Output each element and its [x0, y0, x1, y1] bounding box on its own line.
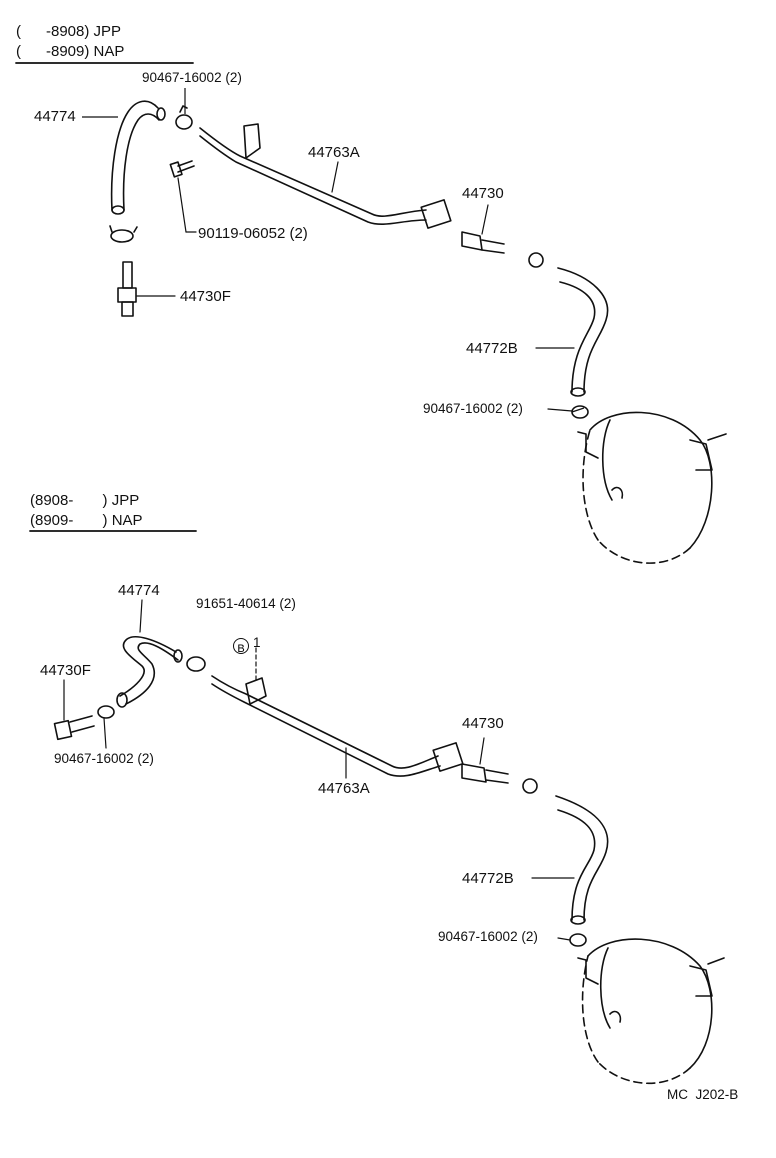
label-bolt-90119: 90119-06052 (2) — [198, 225, 308, 242]
hose-44774-lower — [116, 599, 183, 708]
brake-booster-lower — [577, 938, 725, 1085]
header-late-nap: (8909- ) NAP — [30, 512, 143, 529]
header-early-nap: ( -8909) NAP — [16, 43, 125, 60]
marker-b-letter: B — [237, 643, 245, 655]
hose-44772b-upper — [535, 267, 609, 397]
marker-b-circle: B — [233, 638, 249, 655]
leader-bolt-90119 — [177, 177, 187, 233]
label-valve-lower: 44730 — [462, 715, 504, 732]
clamp-lower-bottom — [569, 933, 587, 947]
label-clamp-lower-left: 90467-16002 (2) — [54, 751, 154, 766]
clamp-upper-top — [175, 105, 193, 130]
bolt-90119-06052 — [169, 160, 195, 178]
valve-44730-lower — [461, 737, 509, 784]
label-pipe-upper: 44763A — [308, 144, 360, 161]
label-clamp-upper-bottom: 90467-16002 (2) — [423, 401, 523, 416]
label-clamp-lower-bottom: 90467-16002 (2) — [438, 929, 538, 944]
label-hose-b-lower: 44772B — [462, 870, 514, 887]
hose-44772b-lower — [531, 795, 609, 925]
clamp-upper-bottom — [571, 405, 589, 419]
clamp-lower-left — [97, 705, 115, 719]
clamp-upper-right — [528, 252, 544, 268]
header-late-jpp: (8908- ) JPP — [30, 492, 140, 509]
pipe-44763a-lower — [211, 675, 464, 779]
diagram-code: MC J202-B — [667, 1087, 739, 1102]
valve-44730f-upper — [117, 261, 176, 317]
clamp-lower-upper — [186, 656, 206, 672]
pipe-44763a-upper — [199, 123, 452, 229]
label-bolt-91651: 91651-40614 (2) — [196, 596, 296, 611]
valve-44730-upper — [461, 204, 505, 254]
label-44774-lower: 44774 — [118, 582, 160, 599]
label-valve-f-lower: 44730F — [40, 662, 91, 679]
clamp-lower-right — [522, 778, 538, 794]
marker-b-index: 1 — [253, 635, 261, 650]
label-valve-upper: 44730 — [462, 185, 504, 202]
clamp-upper-mid — [109, 225, 138, 243]
hose-44774-upper — [110, 100, 166, 215]
valve-44730f-lower — [53, 679, 95, 741]
brake-booster-upper — [577, 411, 727, 564]
label-44774-upper: 44774 — [34, 108, 76, 125]
label-clamp-upper-top: 90467-16002 (2) — [142, 70, 242, 85]
label-valve-f-upper: 44730F — [180, 288, 231, 305]
header-early-jpp: ( -8908) JPP — [16, 23, 122, 40]
label-hose-b-upper: 44772B — [466, 340, 518, 357]
label-pipe-lower: 44763A — [318, 780, 370, 797]
